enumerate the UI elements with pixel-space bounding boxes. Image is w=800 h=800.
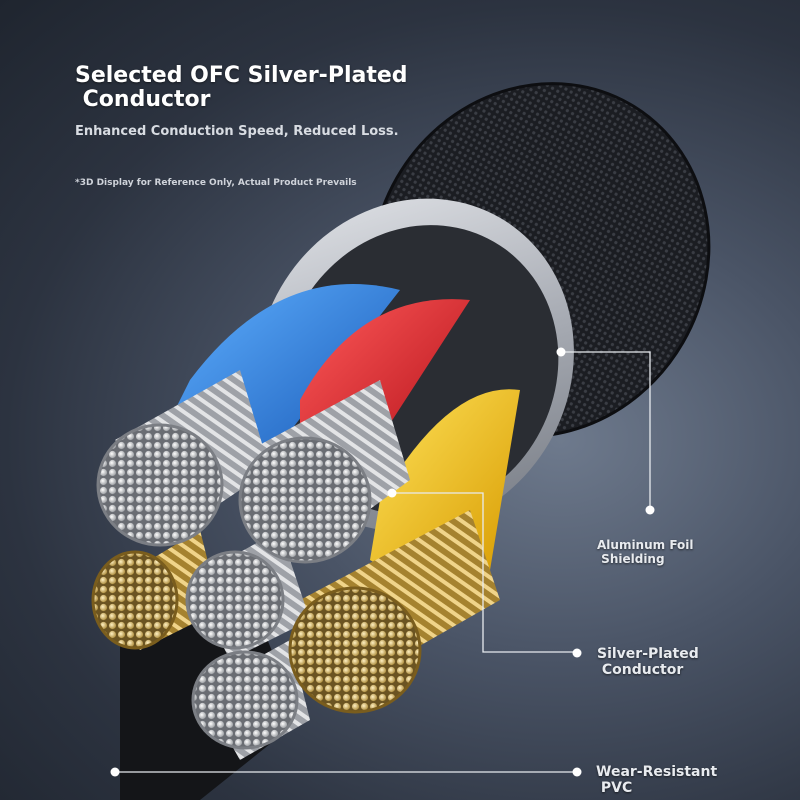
label-silver-plated: Silver-Plated Conductor — [597, 646, 699, 678]
disclaimer: *3D Display for Reference Only, Actual P… — [75, 178, 357, 188]
subheadline: Enhanced Conduction Speed, Reduced Loss. — [75, 124, 399, 139]
label-aluminum-foil: Aluminum Foil Shielding — [597, 538, 694, 566]
callout-foil — [561, 351, 651, 508]
conductor-end-silver — [191, 650, 299, 750]
conductor-end-silver — [96, 423, 224, 547]
callout-silver — [392, 492, 575, 653]
conductor-end-silver — [185, 550, 285, 650]
conductor-end-gold — [91, 550, 179, 650]
headline: Selected OFC Silver-Plated Conductor — [75, 63, 408, 112]
conductor-end-gold — [288, 586, 422, 714]
label-pvc: Wear-Resistant PVC — [596, 764, 718, 796]
conductor-end-silver — [238, 436, 372, 564]
